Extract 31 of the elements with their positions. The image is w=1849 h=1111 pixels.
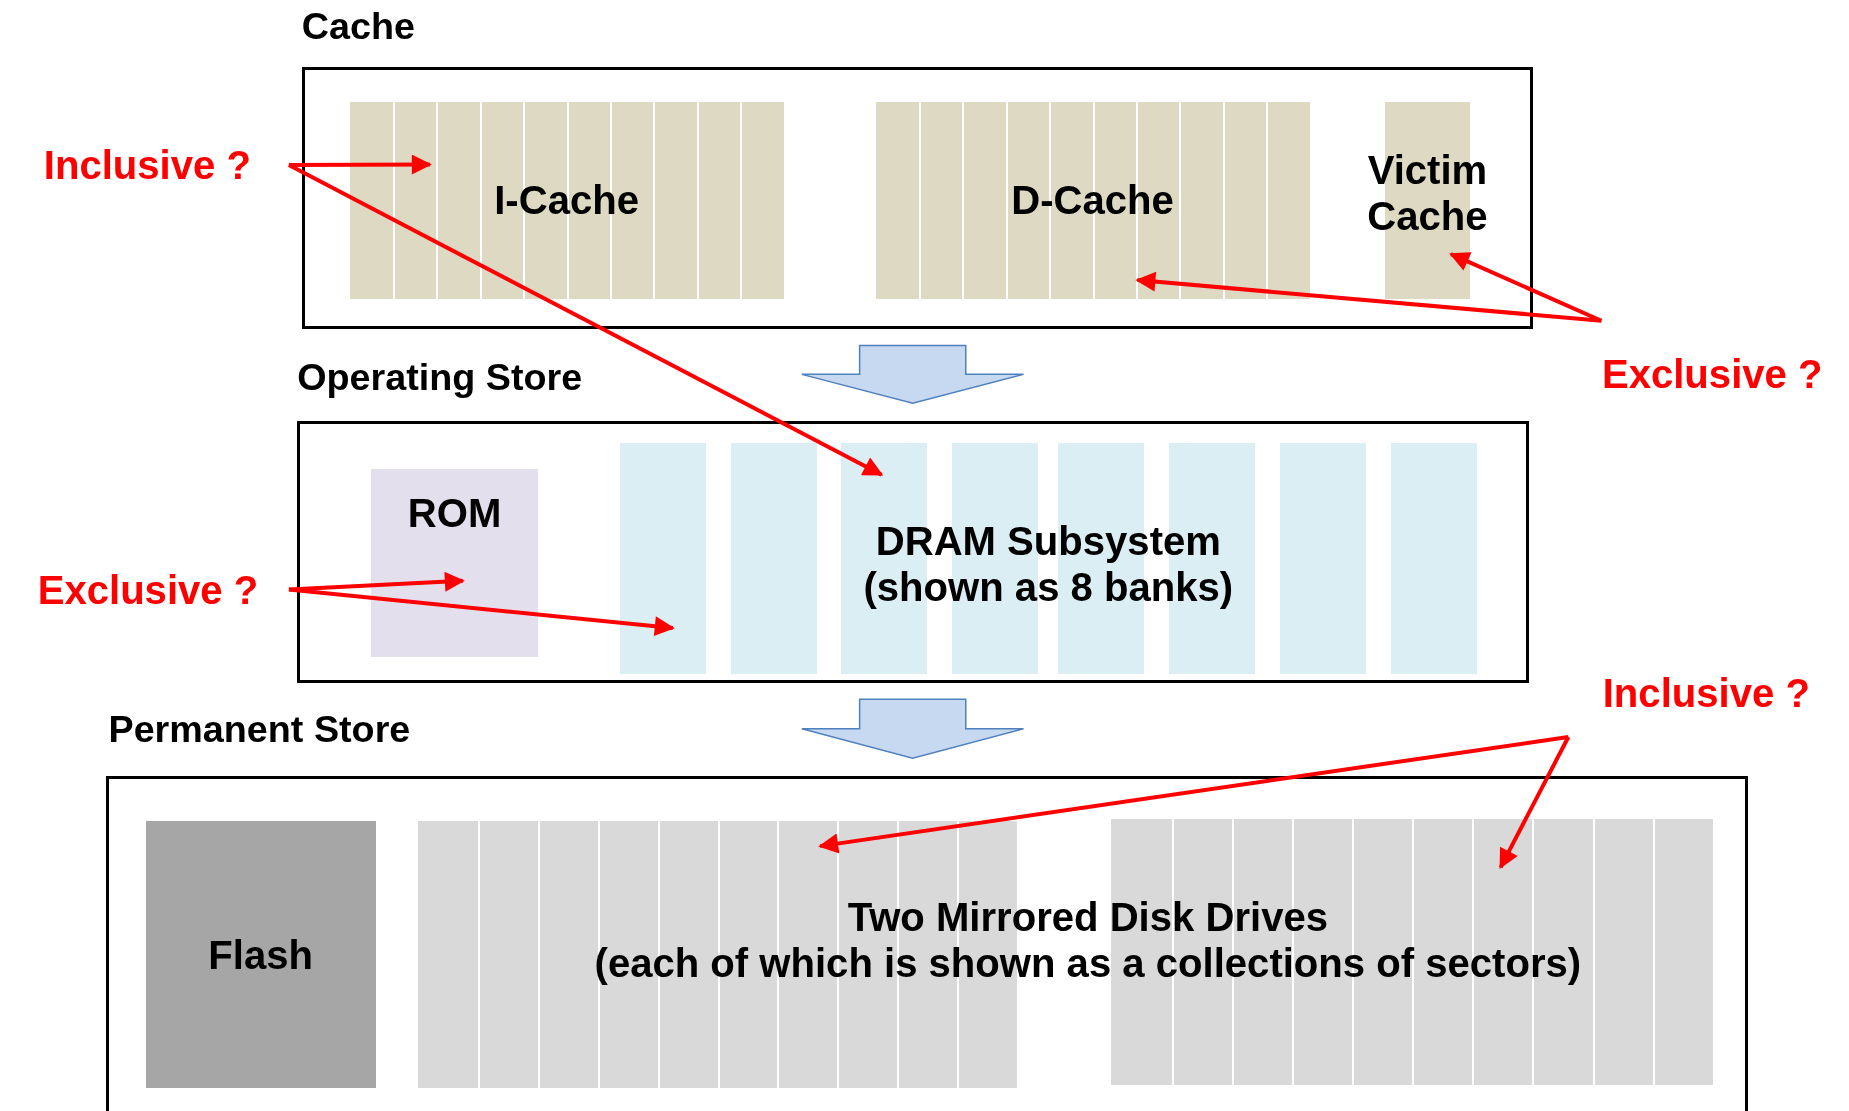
block-label: D-Cache <box>1011 177 1174 224</box>
cache-block <box>349 102 784 299</box>
block-label: Flash <box>208 931 313 978</box>
leader-arrow <box>1135 271 1602 323</box>
memory-block <box>145 821 376 1088</box>
memory-block <box>370 468 539 658</box>
cache-block <box>875 102 1310 299</box>
block-label: Victim Cache <box>1366 146 1489 239</box>
annotation-label: Exclusive ? <box>1601 350 1823 397</box>
section-heading: Operating Store <box>297 356 583 400</box>
annotation-label: Inclusive ? <box>43 142 251 189</box>
leader-arrow <box>818 735 1569 854</box>
block-label: DRAM Subsystem <box>875 518 1221 565</box>
block-label: Two Mirrored Disk Drives <box>847 894 1328 941</box>
block-arrow <box>801 344 1025 405</box>
block-label: (shown as 8 banks) <box>863 564 1234 611</box>
disk-drive <box>1111 819 1713 1086</box>
leader-arrow <box>288 587 675 637</box>
block-label: (each of which is shown as a collections of sectors) <box>594 940 1582 987</box>
leader-arrow <box>287 163 884 477</box>
block-label: ROM <box>407 489 502 537</box>
annotation-label: Inclusive ? <box>1602 670 1810 717</box>
block-arrow <box>801 698 1025 759</box>
leader-arrow <box>288 571 465 592</box>
leader-arrow <box>288 154 432 175</box>
leader-arrow <box>1498 736 1571 870</box>
annotation-label: Exclusive ? <box>37 566 259 613</box>
leader-arrow <box>1449 252 1603 323</box>
section-heading: Cache <box>301 4 416 49</box>
block-label: I-Cache <box>494 177 639 224</box>
section-heading: Permanent Store <box>108 707 411 751</box>
